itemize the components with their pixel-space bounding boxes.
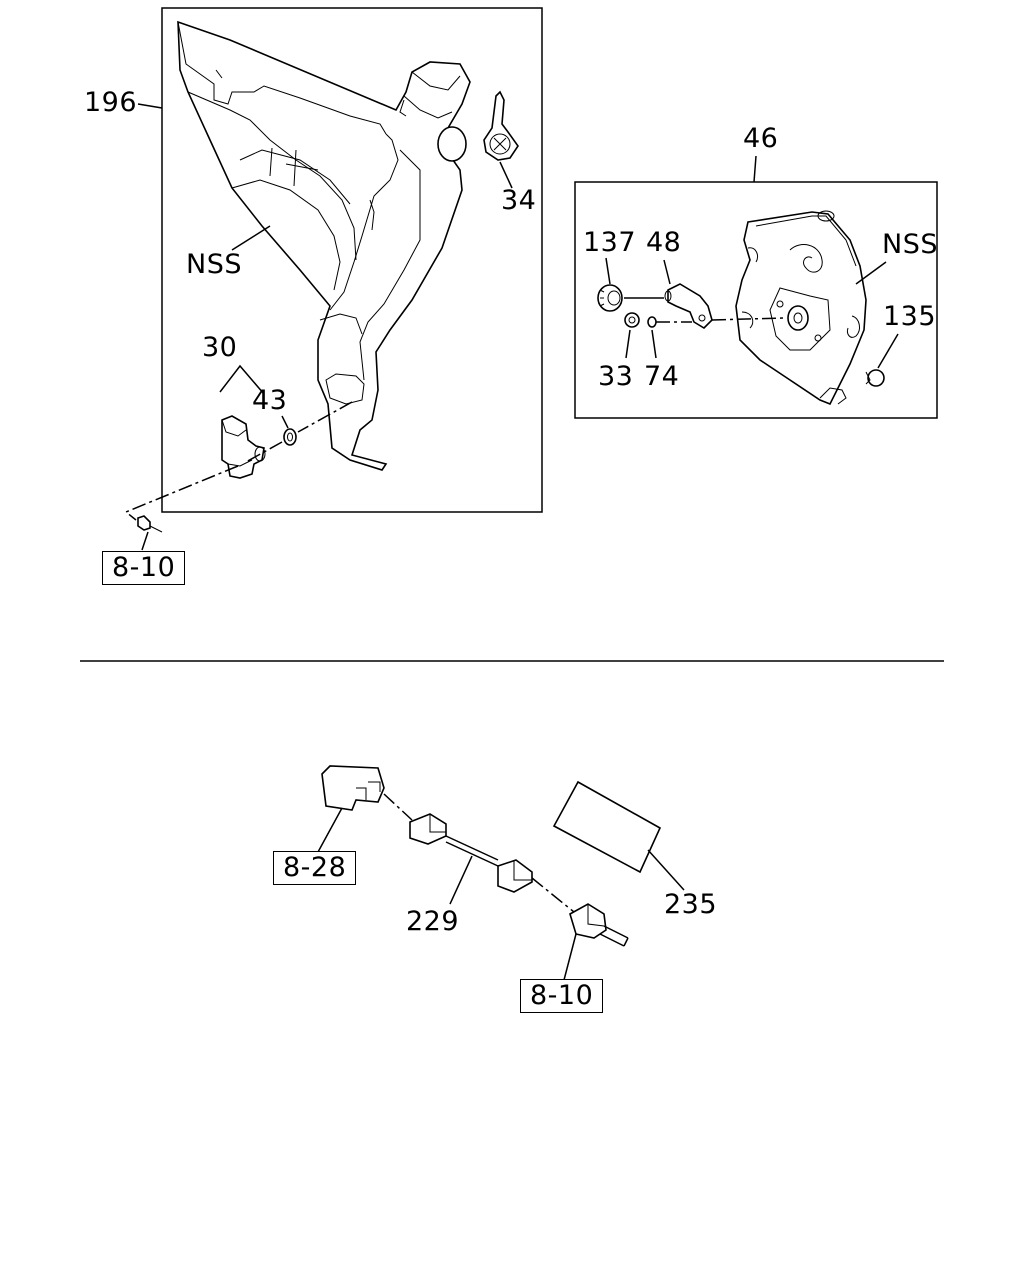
clip-135-drawing bbox=[865, 369, 885, 387]
leader-ref-8-10-bottom bbox=[563, 933, 577, 981]
dash-229-8-10 bbox=[531, 877, 575, 913]
connector-8-28-drawing bbox=[321, 765, 385, 811]
harness-229-drawing bbox=[409, 813, 533, 893]
leader-137 bbox=[605, 257, 611, 285]
callout-30: 30 bbox=[202, 332, 238, 363]
gear-137-drawing bbox=[597, 284, 623, 312]
callout-nss-right: NSS bbox=[882, 229, 938, 260]
washer-43-drawing bbox=[283, 428, 297, 446]
callout-43: 43 bbox=[252, 385, 288, 416]
leader-34 bbox=[499, 161, 513, 189]
callout-nss-left: NSS bbox=[186, 249, 242, 280]
callout-235: 235 bbox=[664, 889, 718, 920]
callout-74: 74 bbox=[644, 361, 680, 392]
callout-196: 196 bbox=[84, 87, 138, 118]
ref-8-28[interactable]: 8-28 bbox=[273, 851, 357, 885]
washer-74-drawing bbox=[647, 316, 657, 328]
switch-30-drawing bbox=[221, 415, 266, 479]
leader-229 bbox=[449, 855, 473, 905]
callout-137: 137 bbox=[583, 227, 637, 258]
connector-8-10-bottom-drawing bbox=[569, 903, 629, 947]
connector-8-10-drawing bbox=[137, 515, 163, 533]
leader-nss-left bbox=[231, 225, 271, 251]
link-48-drawing bbox=[664, 283, 713, 330]
label-235-drawing bbox=[552, 780, 662, 874]
callout-48: 48 bbox=[646, 227, 682, 258]
ref-8-10-top[interactable]: 8-10 bbox=[102, 551, 186, 585]
leader-30 bbox=[219, 364, 265, 395]
callout-46: 46 bbox=[743, 123, 779, 154]
leader-ref-8-10-top bbox=[141, 531, 149, 551]
leader-46 bbox=[753, 155, 757, 183]
leader-48 bbox=[663, 259, 671, 285]
nut-33-drawing bbox=[624, 312, 640, 328]
leader-235 bbox=[647, 849, 685, 891]
callout-135: 135 bbox=[883, 301, 937, 332]
assembly-frame-196 bbox=[161, 7, 543, 513]
dash-line-right bbox=[656, 317, 785, 323]
column-shroud-drawing bbox=[177, 20, 471, 471]
leader-nss-right bbox=[855, 261, 887, 285]
dash-line-left bbox=[124, 401, 353, 521]
leader-33 bbox=[625, 329, 631, 359]
callout-34: 34 bbox=[501, 185, 537, 216]
dash-8-28-229 bbox=[383, 793, 413, 821]
leader-43 bbox=[281, 415, 289, 429]
leader-ref-8-28 bbox=[317, 807, 343, 853]
leader-135 bbox=[877, 333, 899, 369]
callout-33: 33 bbox=[598, 361, 634, 392]
grommet-34-drawing bbox=[437, 90, 519, 162]
ref-8-10-bottom[interactable]: 8-10 bbox=[520, 979, 604, 1013]
leader-196 bbox=[137, 103, 163, 109]
assembly-frame-46 bbox=[574, 181, 938, 419]
bracket-plate-drawing bbox=[735, 210, 867, 406]
leader-74 bbox=[651, 329, 657, 359]
callout-229: 229 bbox=[406, 906, 460, 937]
